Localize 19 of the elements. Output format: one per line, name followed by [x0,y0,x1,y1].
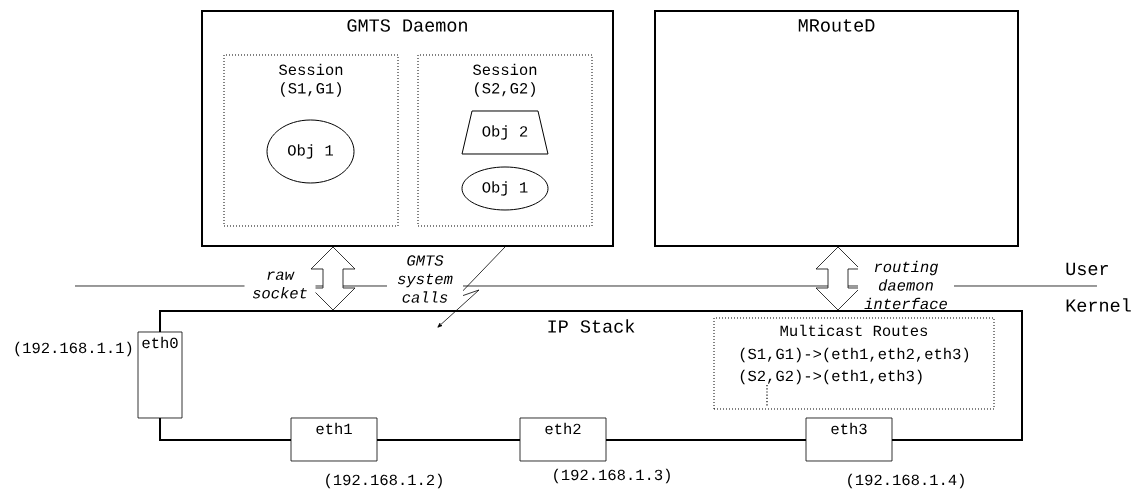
interface-box: eth3 [805,417,893,462]
interface-box: eth0 [137,331,183,419]
ip-address-label: (192.168.1.3) [554,468,670,484]
ip-address-label: (192.168.1.1) [15,341,132,357]
interface-box: eth2 [519,417,607,462]
ip-address-label: (192.168.1.4) [848,473,964,489]
object-trapezoid: Obj 2 [461,110,549,155]
daemon-box: MRouteD [654,10,1019,247]
routes-table-box: Multicast Routes (S1,G1)->(eth1,eth2,eth3) (S2,G2)->(eth1,eth3) [713,317,995,410]
layer-label: User [1066,262,1108,276]
double-arrow [815,246,861,311]
lightning-arrow [437,246,506,328]
double-arrow [310,246,356,311]
edge-label: GMTS system calls [387,254,463,304]
ip-address-label: (192.168.1.2) [326,473,442,489]
interface-box: eth1 [290,417,378,462]
layer-label: Kernel [1066,298,1131,312]
edge-label: routing daemon interface [858,260,954,310]
edge-label: raw socket [244,271,316,299]
